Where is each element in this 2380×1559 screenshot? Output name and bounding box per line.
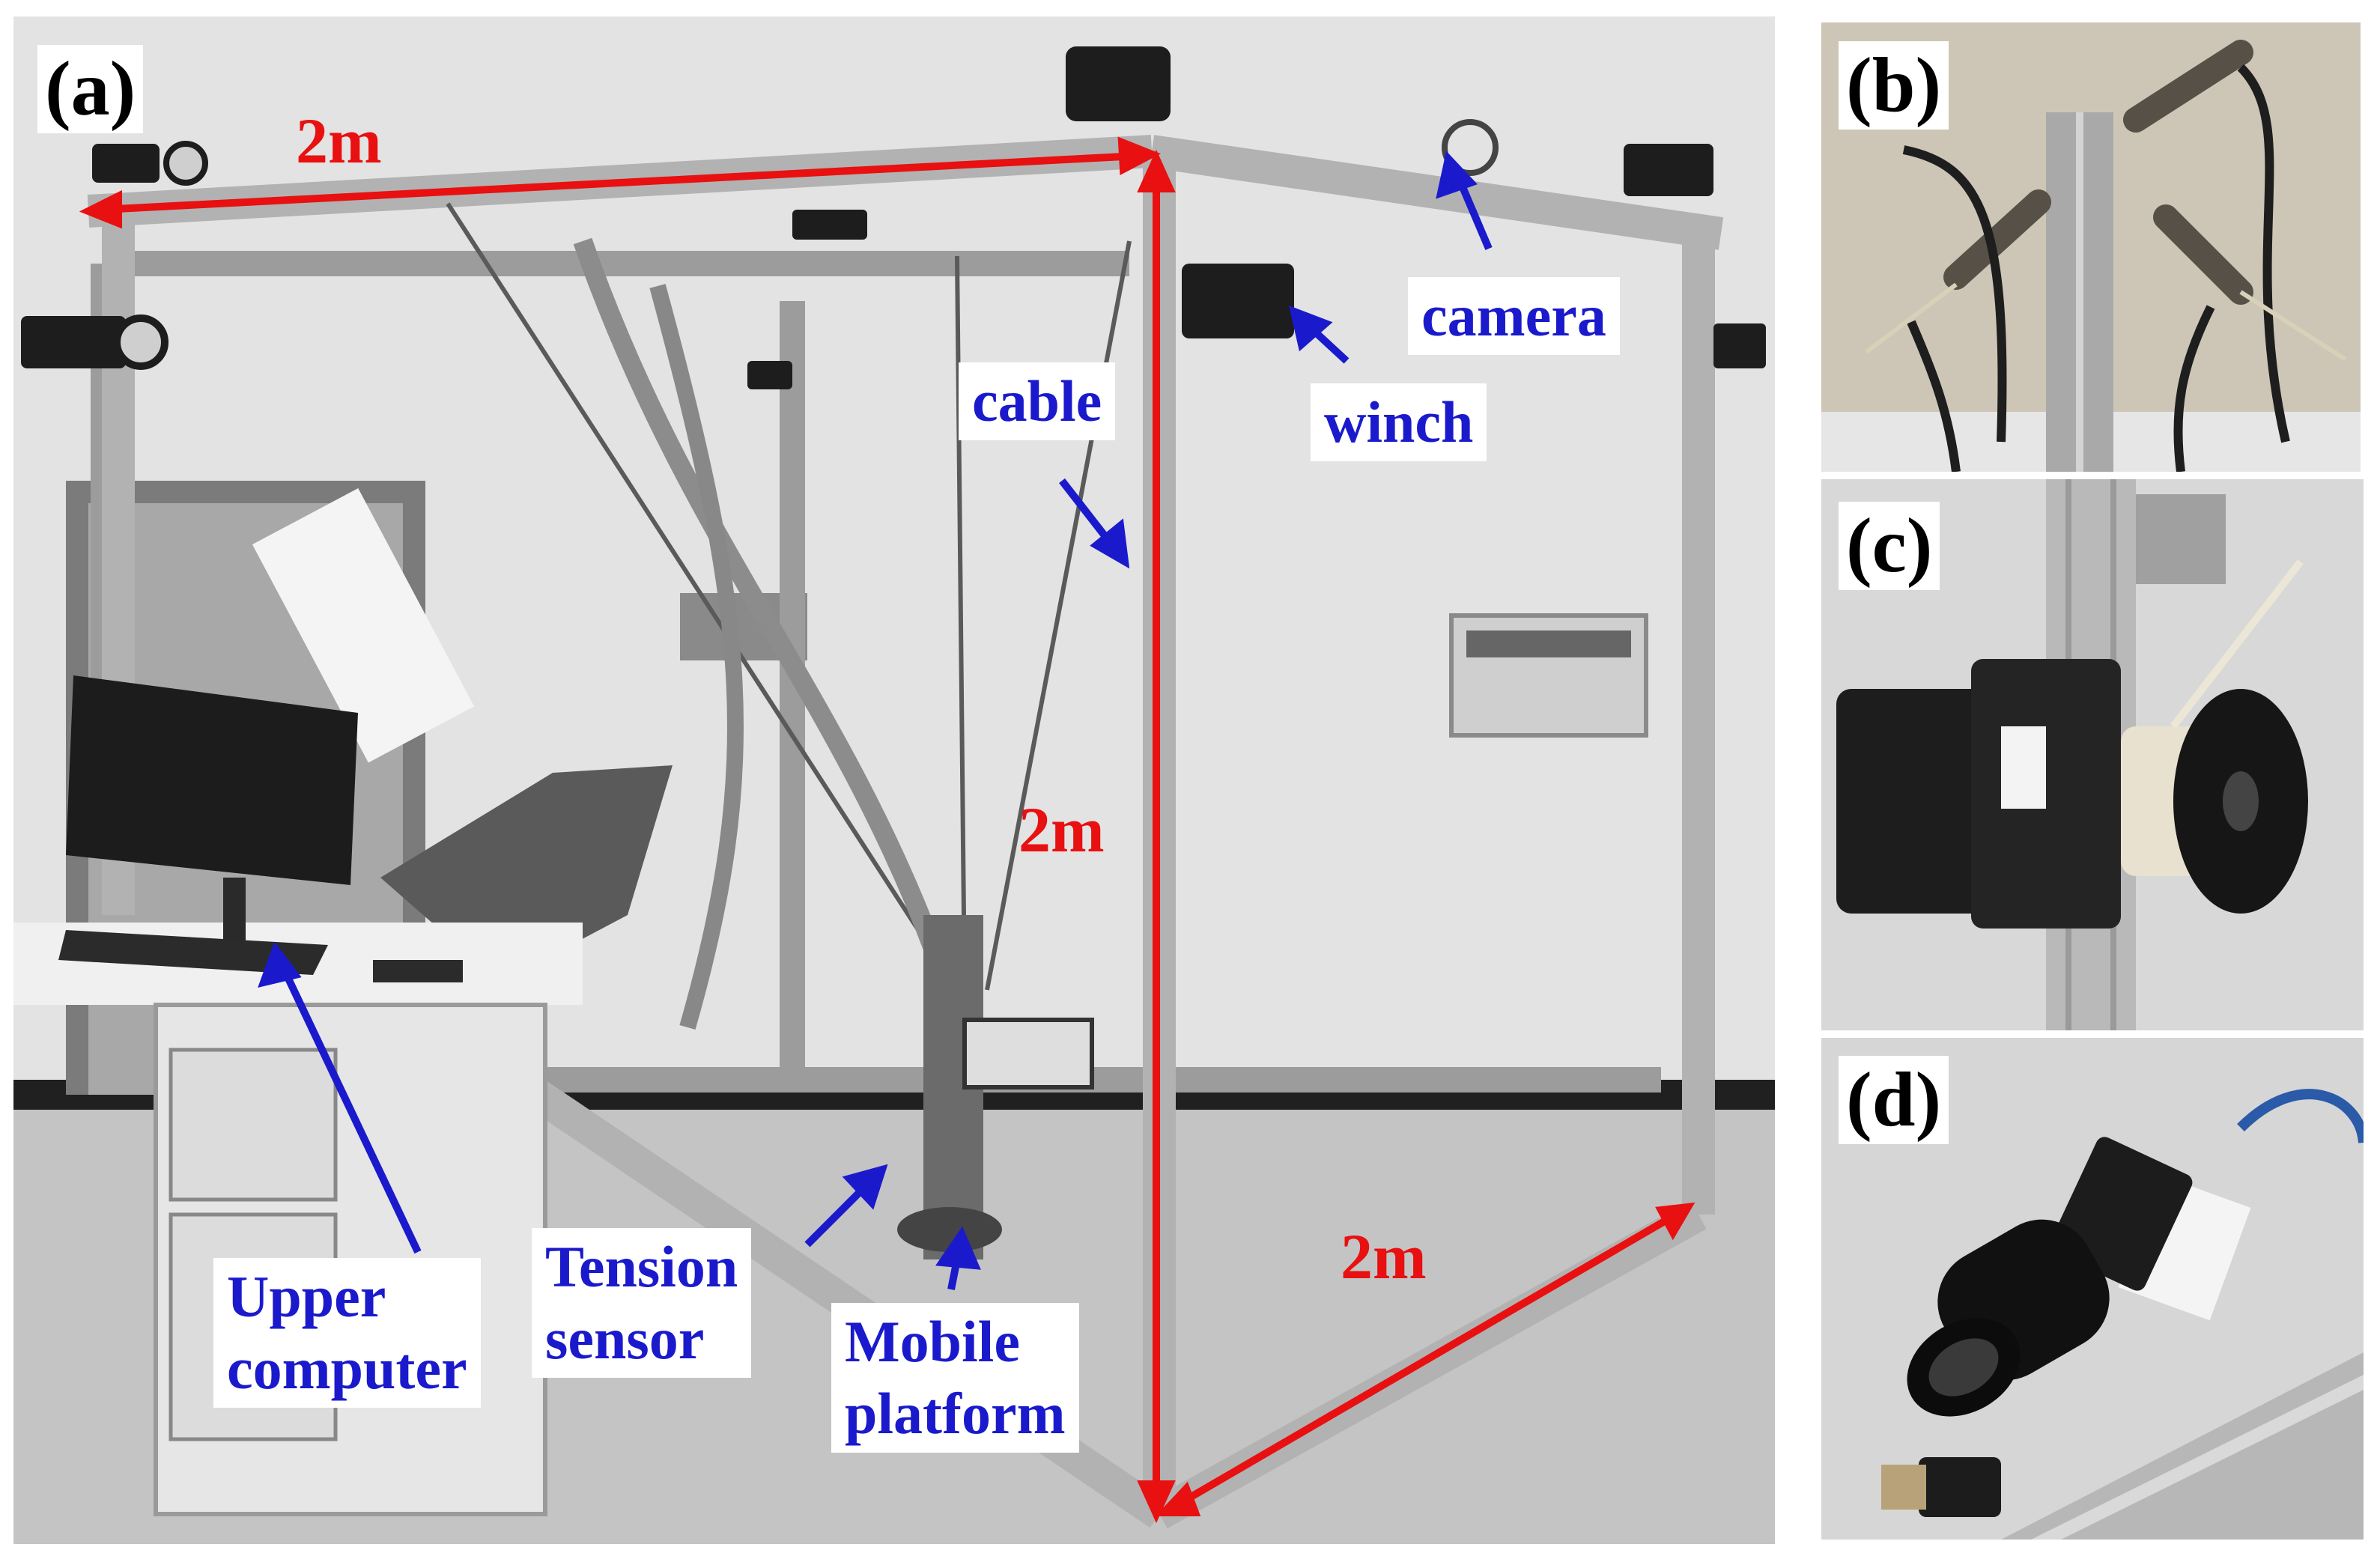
- dimension-bottom-label: 2m: [1341, 1221, 1427, 1292]
- callout-cable: cable: [959, 362, 1116, 440]
- callout-mobile-platform: Mobile platform: [831, 1303, 1079, 1453]
- camera-closeup: [1821, 1038, 2364, 1540]
- dimension-top-label: 2m: [296, 105, 382, 177]
- callout-camera: camera: [1408, 277, 1620, 355]
- panel-c-label: (c): [1839, 502, 1940, 590]
- panel-a-label: (a): [37, 45, 144, 133]
- panel-d-label: (d): [1839, 1056, 1949, 1144]
- panel-b-label: (b): [1839, 41, 1949, 130]
- callout-tension-sensor: Tension sensor: [532, 1228, 752, 1378]
- dimension-vertical-label: 2m: [1019, 794, 1105, 866]
- panel-b-photo: [1821, 22, 2361, 472]
- tension-sensor-closeup: [1821, 22, 2361, 472]
- callout-winch: winch: [1311, 383, 1487, 461]
- callout-upper-computer: Upper computer: [213, 1258, 481, 1408]
